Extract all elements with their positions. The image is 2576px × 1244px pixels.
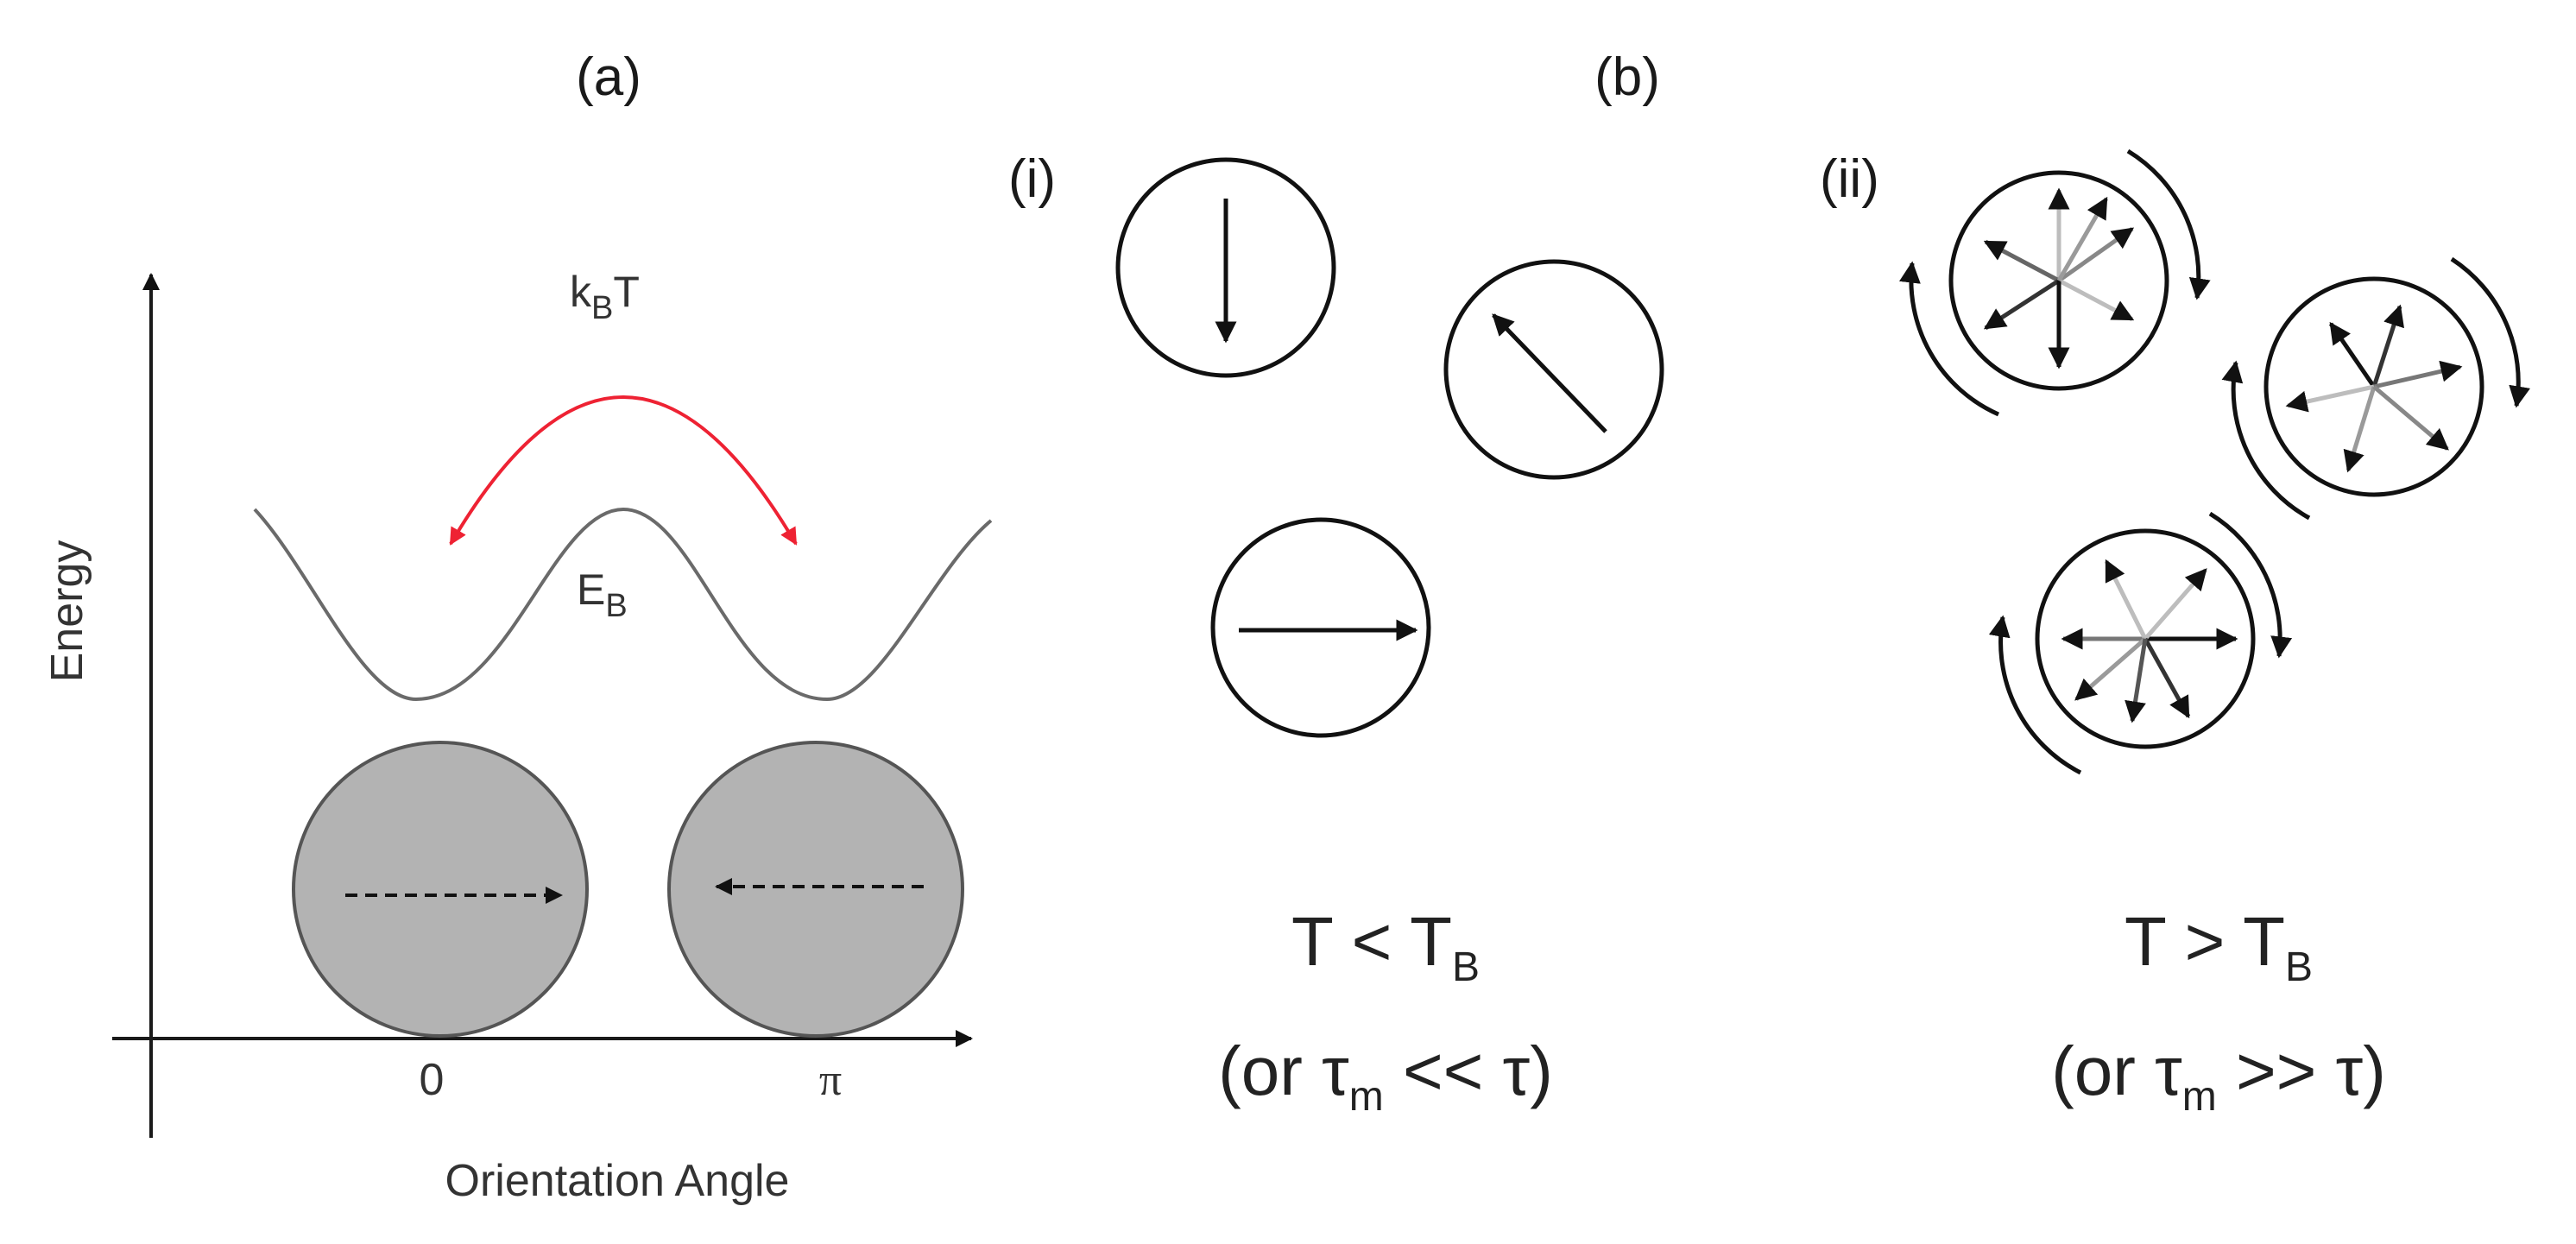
x-tick-0: 0 [420, 1055, 445, 1105]
x-tick-pi: π [819, 1056, 842, 1105]
panel-a-label: (a) [576, 47, 641, 107]
energy-curve [253, 507, 993, 702]
blocked-condition: T < TB [1291, 903, 1480, 990]
blocked-particle-3 [1210, 517, 1431, 738]
superparamagnetic-regime-label: (ii) [1820, 149, 1879, 209]
energy-barrier-label: EB [577, 565, 628, 624]
superparamagnetic-regime: (ii) [1820, 148, 2530, 1120]
superparamagnetic-relation: (or τm >> τ) [2051, 1032, 2386, 1120]
fluctuating-particle-2 [2221, 256, 2530, 521]
fluctuating-particle-3 [1988, 511, 2293, 775]
panel-b-label: (b) [1594, 47, 1660, 107]
particle-at-0 [292, 741, 589, 1038]
particle-at-pi [667, 741, 964, 1038]
thermal-fluctuation-arrow [449, 395, 798, 546]
fluctuating-particle-1 [1899, 148, 2211, 417]
blocked-regime-label: (i) [1008, 149, 1056, 209]
x-axis-label: Orientation Angle [445, 1156, 790, 1206]
blocked-particle-2 [1443, 259, 1664, 480]
panel-b: (b) (i) T < TB (or τm << τ) (ii) [1008, 47, 2530, 1120]
superparamagnetic-condition: T > TB [2125, 903, 2313, 990]
blocked-moment-diagonal [1492, 313, 1607, 433]
panel-a: (a) Energy Orientation Angle 0 π kBT EB [42, 47, 993, 1206]
thermal-energy-label: kBT [570, 268, 640, 326]
y-axis-label: Energy [42, 540, 92, 683]
blocked-regime: (i) T < TB (or τm << τ) [1008, 149, 1664, 1120]
blocked-relation: (or τm << τ) [1218, 1032, 1553, 1120]
